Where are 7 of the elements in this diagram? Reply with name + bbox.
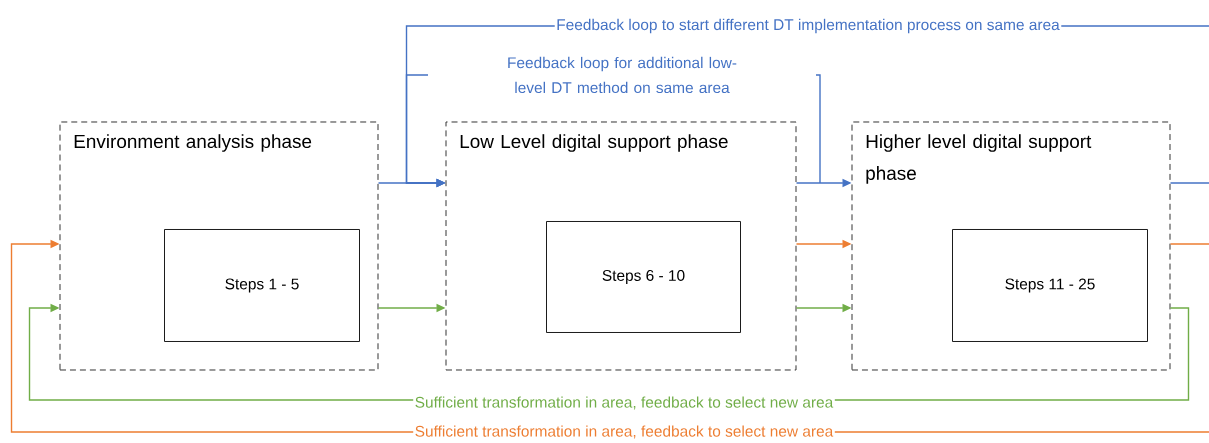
edge-label: Feedback loop to start different DT implementation process on same area (554, 17, 1062, 35)
step-box: Steps 1 - 5 (164, 229, 360, 342)
step-box: Steps 11 - 25 (952, 229, 1148, 342)
edge-label: Sufficient transformation in area, feedback to select new area (413, 394, 835, 412)
step-box: Steps 6 - 10 (546, 221, 741, 333)
edge-label: Feedback loop for additional low-level DT method on same area (428, 55, 816, 95)
edge-label: Sufficient transformation in area, feedback to select new area (413, 423, 835, 441)
